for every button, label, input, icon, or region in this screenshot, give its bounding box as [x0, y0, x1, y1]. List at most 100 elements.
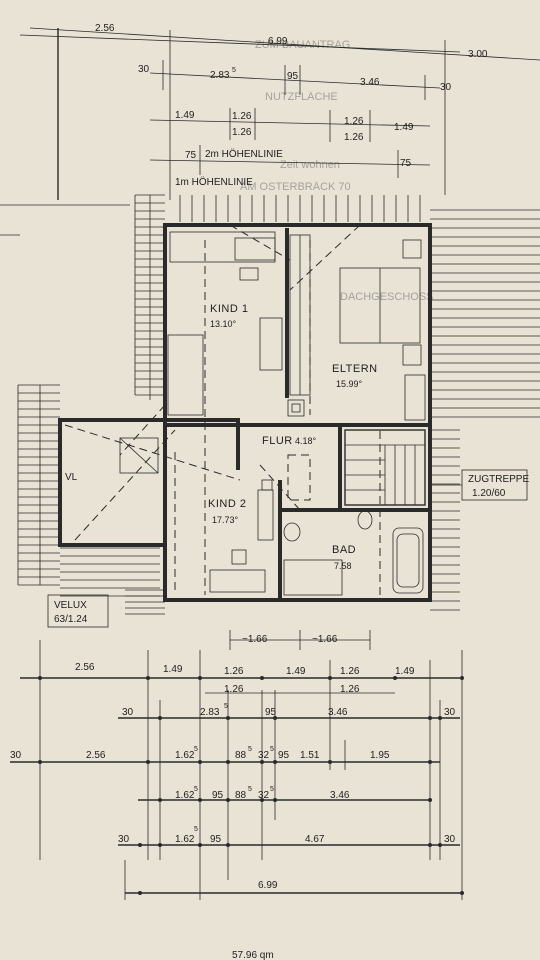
dashed-hoehenlinien [64, 224, 381, 595]
dim-text: 30 [444, 834, 456, 845]
dim-text: 2.56 [86, 750, 106, 761]
dimension-tick [328, 676, 332, 680]
dim-text: 1.49 [394, 122, 414, 133]
mid-dimensions: ~1.66 ~1.66 [229, 630, 371, 650]
ghost-line: NUTZFLÄCHE [265, 91, 338, 103]
dim-text: 32 [258, 750, 270, 761]
dimension-tick [226, 798, 230, 802]
dim-text: 1.62 [175, 834, 195, 845]
hoehenlinie-2m-label: 2m HÖHENLINIE [205, 148, 283, 160]
dimension-tick [158, 716, 162, 720]
dim-text: 6.99 [268, 36, 288, 47]
room-area-kind2: 17.73° [212, 515, 239, 525]
hoehenlinie-1m-label: 1m HÖHENLINIE [175, 176, 253, 188]
dim-text: 5 [248, 786, 252, 793]
dim-text: 2.83 [200, 707, 220, 718]
room-area-flur: 4.18° [295, 436, 317, 446]
dim-text: 2.56 [95, 23, 115, 34]
room-name-bad: BAD [332, 544, 356, 556]
top-dimensions: 2.56 6.99 3.00 30 2.83 5 95 3.46 30 1.49… [0, 23, 540, 236]
dim-text: 4.67 [305, 834, 325, 845]
dimension-tick [260, 798, 264, 802]
left-wing-wall [58, 418, 165, 547]
dim-text: ~1.66 [242, 634, 268, 645]
dimension-tick [273, 798, 277, 802]
room-area-kind1: 13.10° [210, 319, 237, 329]
dim-text: 75 [185, 150, 197, 161]
velux-label: VELUX [54, 600, 87, 611]
sink [283, 522, 301, 542]
dimension-tick [260, 676, 264, 680]
dim-text: 5 [232, 67, 236, 74]
kind2-shelf [257, 489, 274, 541]
dim-text: 30 [440, 82, 452, 93]
dim-text: 2.56 [75, 662, 95, 673]
dim-text: 1.49 [163, 664, 183, 675]
dim-text: 30 [444, 707, 456, 718]
dim-text: 2.83 [210, 70, 230, 81]
ghost-line: Zeit wohnen [280, 159, 340, 171]
velux-window [119, 437, 159, 474]
dimension-ticks [38, 676, 464, 895]
dim-text: 3.46 [328, 707, 348, 718]
dim-text: 88 [235, 790, 247, 801]
dim-text: 1.95 [370, 750, 390, 761]
bottom-dimensions: 2.56 1.49 1.26 1.49 1.26 1.49 1.26 1.26 … [10, 640, 463, 960]
dim-text: 1.26 [344, 116, 364, 127]
dimension-tick [273, 716, 277, 720]
eltern-nightstand [402, 239, 422, 259]
dim-text: 30 [118, 834, 130, 845]
room-name-kind2: KIND 2 [208, 498, 246, 510]
dim-text: 1.26 [232, 111, 252, 122]
dim-text: 1.62 [175, 750, 195, 761]
dim-text: 1.26 [340, 666, 360, 677]
dimension-tick [226, 716, 230, 720]
eltern-dresser [404, 374, 426, 421]
dim-text: 32 [258, 790, 270, 801]
dimension-tick [428, 716, 432, 720]
dim-text: 3.00 [468, 49, 488, 60]
room-labels: KIND 1 13.10° ELTERN 15.99° FLUR 4.18° K… [65, 303, 378, 571]
kind1-chair [234, 237, 276, 261]
bath-counter [283, 559, 343, 596]
dimension-tick [146, 676, 150, 680]
dim-text: 3.46 [360, 77, 380, 88]
dimension-tick [438, 716, 442, 720]
dimension-tick [438, 843, 442, 847]
dimension-tick [198, 843, 202, 847]
dimension-tick [158, 843, 162, 847]
furniture [119, 231, 426, 596]
kind1-desk [169, 231, 276, 263]
dim-text: 1.51 [300, 750, 320, 761]
dim-text: 1.49 [395, 666, 415, 677]
dimension-tick [428, 760, 432, 764]
room-area-bad: 7.58 [334, 561, 352, 571]
room-name-eltern: ELTERN [332, 363, 378, 375]
kind2-chair [231, 549, 247, 565]
dim-text: 30 [10, 750, 22, 761]
lower-block-wall [163, 423, 432, 602]
dim-text: 5 [248, 746, 252, 753]
dim-text: 95 [278, 750, 290, 761]
dimension-tick [38, 760, 42, 764]
zugtreppe-callout: ZUGTREPPE 1.20/60 [430, 469, 529, 501]
dimension-tick [328, 760, 332, 764]
ghost-line: DACHGESCHOSS [340, 291, 434, 303]
dim-text: 5 [270, 786, 274, 793]
dim-text: 95 [210, 834, 222, 845]
dimension-tick [226, 843, 230, 847]
dimension-tick [460, 676, 464, 680]
dimension-tick [198, 798, 202, 802]
ghost-stamp: ZUM BAUANTRAG NUTZFLÄCHE AM OSTERBRÄCK 7… [240, 39, 434, 303]
dim-text: 1.49 [286, 666, 306, 677]
dim-text: 30 [138, 64, 150, 75]
room-name-flur: FLUR [262, 435, 293, 447]
dimension-tick [158, 798, 162, 802]
vl-label: VL [65, 472, 78, 483]
dim-text: 95 [212, 790, 224, 801]
dim-text: 5 [224, 703, 228, 710]
dim-text: 3.46 [330, 790, 350, 801]
dimension-tick [138, 843, 142, 847]
